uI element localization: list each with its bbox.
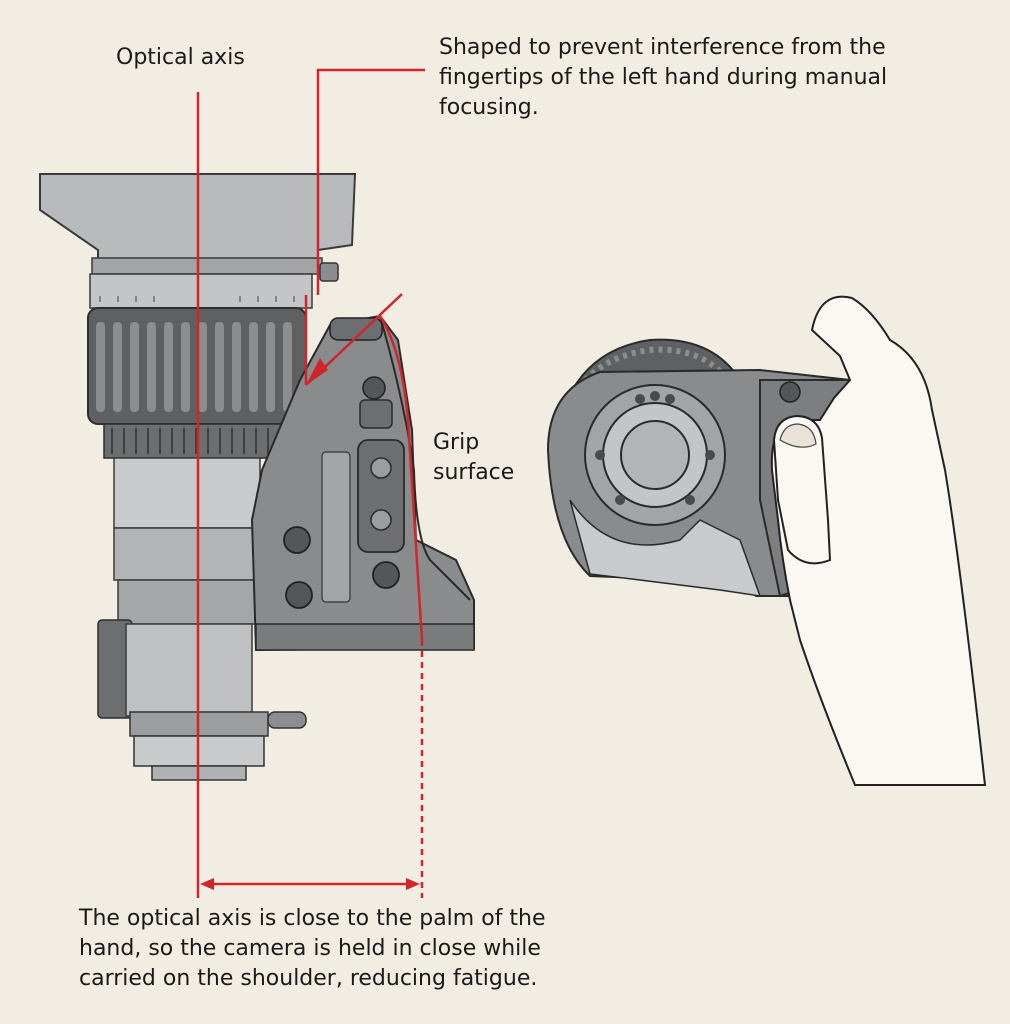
grip-panel <box>321 451 351 603</box>
shape-callout-leader <box>316 68 425 295</box>
memo-button <box>283 526 311 554</box>
ret-button <box>372 561 400 589</box>
thumbnail <box>779 423 817 448</box>
lens-barrel-lower <box>117 579 257 625</box>
rear-lens-element <box>620 420 690 490</box>
rear-view-with-hand <box>546 295 987 786</box>
callout-arrow <box>306 358 328 385</box>
grip-surface-label: Grip surface <box>433 430 515 485</box>
lens-side-view <box>39 173 475 781</box>
upper-button <box>362 376 386 400</box>
grip-surface-curve <box>378 315 424 641</box>
rear-ret-button <box>779 381 801 403</box>
mount-lever <box>267 711 307 729</box>
mount-screws <box>595 391 715 505</box>
rear-lower-housing <box>569 499 762 597</box>
top-switch <box>359 399 393 429</box>
shape-note-label: Shaped to prevent interference from the … <box>439 35 888 120</box>
top-cap <box>329 317 383 341</box>
rocker-switch <box>357 439 405 553</box>
palm-note-label: The optical axis is close to the palm of… <box>79 906 546 991</box>
arrow-left <box>200 878 214 890</box>
thumb <box>772 414 832 565</box>
grip-bottom <box>255 623 475 651</box>
lens-barrel-mid <box>113 527 261 581</box>
hood-lock-knob <box>319 262 339 282</box>
rocker-tele-mark <box>370 457 392 479</box>
rocker-wide-mark <box>370 509 392 531</box>
focus-ring-knurling <box>96 322 292 412</box>
lens-barrel-upper <box>113 457 261 529</box>
lens-barrel-rear <box>125 623 253 717</box>
distance-scale-ring <box>89 273 313 309</box>
zoom-ring-knurling <box>111 428 281 454</box>
scale-marks <box>99 296 295 302</box>
hand-icon <box>770 295 987 786</box>
annotation-lines <box>196 68 425 898</box>
hood-band <box>91 257 323 275</box>
aux-button <box>285 581 313 609</box>
dimension-arrowheads <box>200 358 420 890</box>
optical-axis-label: Optical axis <box>116 45 245 70</box>
arrow-right <box>406 878 420 890</box>
grip-contour <box>379 315 471 601</box>
